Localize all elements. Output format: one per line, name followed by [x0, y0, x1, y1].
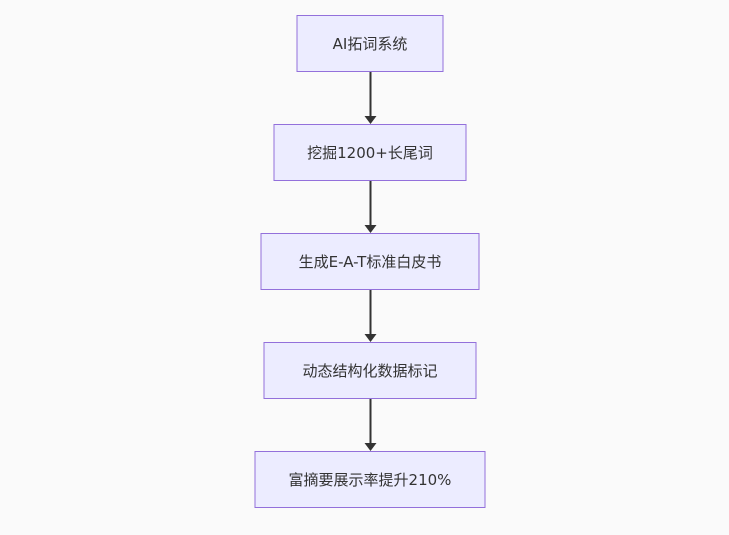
flow-arrow: [363, 399, 377, 451]
arrow-down-icon: [364, 334, 376, 342]
flow-arrow: [363, 290, 377, 342]
flow-node-structured-data: 动态结构化数据标记: [263, 342, 477, 399]
arrow-line: [369, 399, 371, 443]
flow-arrow: [363, 181, 377, 233]
flow-node-rich-snippet-rate: 富摘要展示率提升210%: [254, 451, 486, 508]
flow-node-label: 挖掘1200+长尾词: [307, 144, 433, 162]
flow-node-label: 生成E-A-T标准白皮书: [298, 253, 442, 271]
flow-node-longtail-keywords: 挖掘1200+长尾词: [273, 124, 467, 181]
arrow-line: [369, 290, 371, 334]
flow-node-eat-whitepaper: 生成E-A-T标准白皮书: [260, 233, 480, 290]
flow-node-ai-expansion: AI拓词系统: [296, 15, 444, 72]
flow-arrow: [363, 72, 377, 124]
arrow-down-icon: [364, 443, 376, 451]
flowchart: AI拓词系统 挖掘1200+长尾词 生成E-A-T标准白皮书 动态结构化数据标记…: [254, 15, 486, 508]
arrow-down-icon: [364, 225, 376, 233]
arrow-line: [369, 72, 371, 116]
flow-node-label: 动态结构化数据标记: [302, 362, 438, 380]
flow-node-label: AI拓词系统: [332, 35, 408, 53]
arrow-line: [369, 181, 371, 225]
arrow-down-icon: [364, 116, 376, 124]
flow-node-label: 富摘要展示率提升210%: [288, 471, 452, 489]
